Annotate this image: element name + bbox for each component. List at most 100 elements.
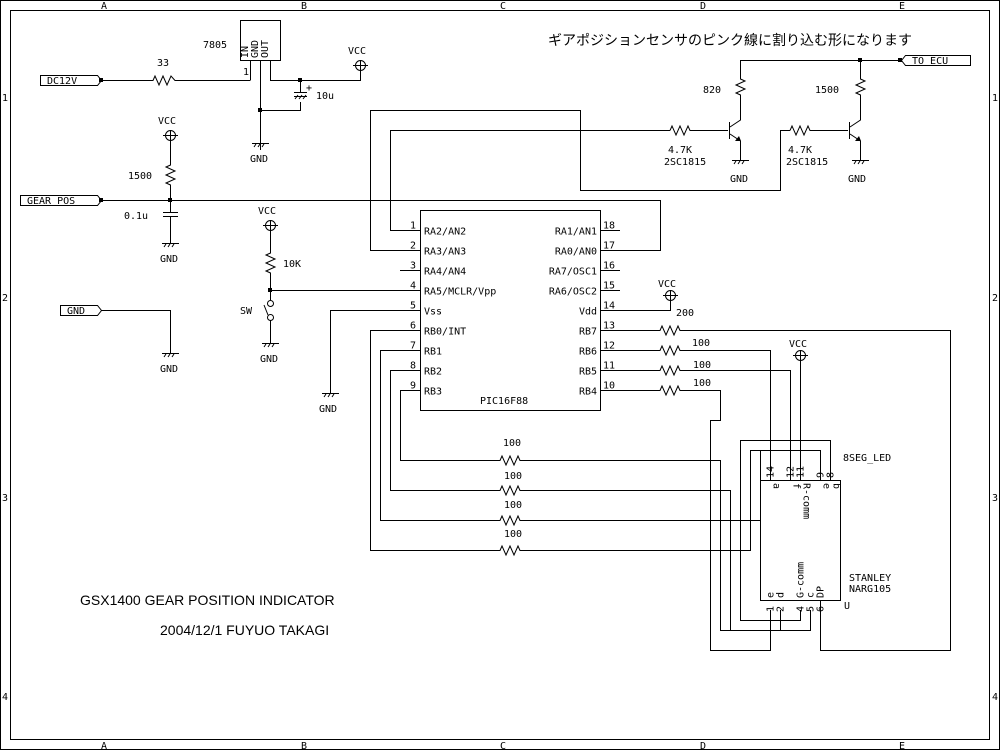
- led-pin-number: 11: [796, 466, 807, 478]
- capacitor-0.1u-value: 0.1u: [124, 211, 148, 222]
- wire-ra3: [370, 110, 790, 251]
- mcu-pin-name: RA4/AN4: [424, 267, 466, 278]
- row-label-4-right: 4: [992, 692, 998, 703]
- resistor-33: 33: [103, 58, 250, 87]
- resistor-100-rb0-value: 100: [504, 529, 522, 540]
- led-segment-name: R-comm: [801, 483, 812, 519]
- mcu-pin-number: 5: [410, 301, 416, 312]
- regulator-7805: 7805 IN GND OUT 1 + 10u: [203, 20, 361, 150]
- mcu-pin-number: 4: [410, 281, 416, 292]
- wire-led-pin4: [740, 520, 801, 621]
- resistor-1500-c-value: 1500: [815, 85, 839, 96]
- switch: SW GND: [240, 300, 279, 365]
- mcu-pin-name: RA6/OSC2: [549, 287, 597, 298]
- led-part: NARG105: [849, 584, 891, 595]
- led-segment-name: f: [791, 483, 802, 489]
- vcc-label: VCC: [658, 279, 676, 290]
- resistor-rb4: 100: [600, 378, 771, 651]
- mcu-pin-name: RB2: [424, 367, 442, 378]
- mcu-pin-number: 6: [410, 321, 416, 332]
- row-label-4: 4: [2, 692, 8, 703]
- gnd-label: GND: [730, 174, 748, 185]
- col-label-d: D: [700, 1, 706, 12]
- mcu-pin-name: RB1: [424, 347, 442, 358]
- col-label-b-bottom: B: [301, 741, 307, 750]
- col-label-c-bottom: C: [500, 741, 506, 750]
- capacitor-10u-value: 10u: [316, 91, 334, 102]
- resistor-10k-value: 10K: [283, 259, 301, 270]
- mcu-pin-name: RB5: [579, 367, 597, 378]
- mcu-pin-name: RB0/INT: [424, 327, 466, 338]
- vcc-label: VCC: [158, 116, 176, 127]
- to-ecu-label: TO ECU: [912, 56, 948, 67]
- gnd-label: GND: [160, 254, 178, 265]
- regulator-pin-gnd: GND: [250, 40, 261, 58]
- led-pin-number: 2: [776, 606, 787, 612]
- col-label-e-bottom: E: [899, 741, 905, 750]
- resistor-rb6: 100: [600, 338, 771, 480]
- resistor-1500-value: 1500: [128, 171, 152, 182]
- resistor-10k: 10K: [264, 231, 420, 300]
- col-label-a-bottom: A: [101, 741, 107, 750]
- row-label-3-right: 3: [992, 493, 998, 504]
- led-pin-number: 8: [826, 472, 837, 478]
- row-label-3: 3: [2, 493, 8, 504]
- switch-label: SW: [240, 306, 253, 317]
- resistor-100-rb1-value: 100: [504, 500, 522, 511]
- gnd-label: GND: [250, 154, 268, 165]
- vcc-symbol: VCC: [158, 116, 178, 141]
- resistor-rb5: 100: [600, 360, 791, 480]
- mcu-pin-number: 13: [603, 321, 615, 332]
- row-label-1: 1: [2, 93, 8, 104]
- resistor-rb0: 100: [370, 330, 821, 557]
- regulator-pin-number: 1: [243, 67, 249, 78]
- mcu-pin-number: 12: [603, 341, 615, 352]
- vcc-symbol: VCC: [258, 206, 278, 231]
- led-segment-name: DP: [816, 586, 827, 598]
- mcu-pin-name: RB4: [579, 387, 597, 398]
- gnd-label: GND: [848, 174, 866, 185]
- vcc-label: VCC: [348, 46, 366, 57]
- row-label-1-right: 1: [992, 93, 998, 104]
- transistor-q1-label: 2SC1815: [664, 157, 706, 168]
- vss-ground: GND: [319, 310, 420, 415]
- mcu-pin-name: RA2/AN2: [424, 227, 466, 238]
- mcu-pin-number: 15: [603, 281, 615, 292]
- col-label-a: A: [101, 1, 107, 12]
- vcc-label: VCC: [789, 339, 807, 350]
- vcc-symbol: VCC: [348, 46, 368, 71]
- resistor-rb7: 200: [600, 308, 951, 651]
- led-pin-number: 4: [796, 606, 807, 612]
- resistor-100-rb5-value: 100: [693, 360, 711, 371]
- led-pin-number: 12: [786, 466, 797, 478]
- resistor-rb3: 100: [400, 390, 781, 631]
- title-line2: 2004/12/1 FUYUO TAKAGI: [160, 622, 329, 638]
- resistor-820: 820: [703, 60, 861, 100]
- led-maker: STANLEY: [849, 573, 891, 584]
- dc12v-label: DC12V: [47, 76, 77, 87]
- col-label-c: C: [500, 1, 506, 12]
- mcu-pin-name: RB7: [579, 327, 597, 338]
- resistor-200-value: 200: [676, 308, 694, 319]
- mcu-pin-number: 18: [603, 221, 615, 232]
- led-label: 8SEG_LED: [843, 453, 891, 464]
- transistor-q2: 4.7K 2SC1815 GND: [786, 100, 869, 185]
- led-unit: U: [844, 601, 850, 612]
- dc12v-port: DC12V: [40, 75, 103, 87]
- svg-text:+: +: [306, 83, 312, 94]
- led-segment-name: b: [831, 483, 842, 489]
- mcu-pin-name: Vss: [424, 307, 442, 318]
- mcu-pin-name: RB3: [424, 387, 442, 398]
- gnd-port-label: GND: [67, 306, 85, 317]
- resistor-rb1: 100: [380, 350, 831, 527]
- seven-segment-led: 8SEG_LED STANLEY NARG105 U 14a12f11R-com…: [760, 453, 891, 612]
- mcu-pin-name: RA7/OSC1: [549, 267, 597, 278]
- to-ecu-port: TO ECU: [900, 55, 971, 67]
- gear-pos-label: GEAR POS: [27, 196, 75, 207]
- gnd-label: GND: [260, 354, 278, 365]
- mcu-pin-number: 16: [603, 261, 615, 272]
- gear-pos-port: GEAR POS: [20, 195, 661, 251]
